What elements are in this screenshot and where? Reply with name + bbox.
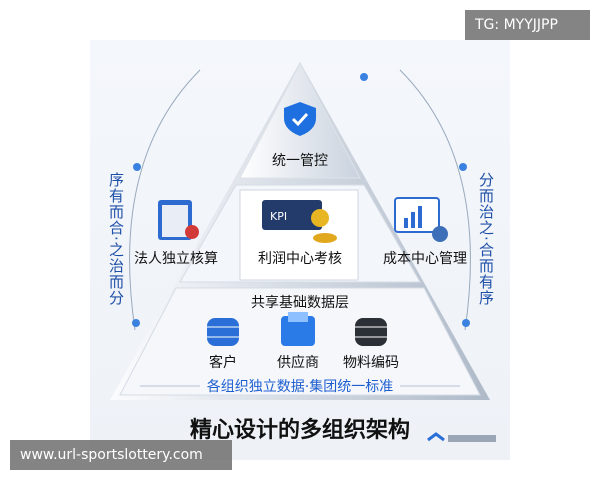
- right-arc: [399, 69, 471, 331]
- database-dark-icon: [355, 318, 387, 346]
- right-arc-text: 分而治之·合而有序: [477, 172, 495, 306]
- clipboard-certificate-icon: [158, 200, 199, 240]
- base-tier-title: 共享基础数据层: [251, 295, 349, 311]
- base-item-customer: 客户: [209, 355, 237, 371]
- base-tier-footer: 各组织独立数据·集团统一标准: [206, 379, 394, 395]
- kpi-coins-icon: KPI: [262, 200, 337, 243]
- watermark-bottom: www.url-sportslottery.com: [10, 440, 232, 470]
- printer-icon: [281, 312, 315, 346]
- database-icon: [207, 318, 239, 346]
- middle-tier-label-legal: 法人独立核算: [134, 251, 218, 267]
- middle-tier-label-profit: 利润中心考核: [258, 251, 342, 267]
- chart-gear-icon: [394, 197, 448, 242]
- top-tier-label: 统一管控: [272, 153, 328, 169]
- caption: 精心设计的多组织架构: [189, 418, 411, 443]
- left-arc: [129, 69, 201, 331]
- shield-check-icon: [284, 102, 316, 136]
- left-arc-text: 序有而合·之治而分: [107, 172, 125, 306]
- svg-text:KPI: KPI: [270, 210, 287, 223]
- brand-logo: [427, 432, 496, 442]
- watermark-top: TG: MYYJJPP: [465, 10, 590, 40]
- base-item-supplier: 供应商: [277, 355, 319, 371]
- base-item-material: 物料编码: [343, 355, 399, 371]
- middle-tier-label-cost: 成本中心管理: [383, 251, 467, 267]
